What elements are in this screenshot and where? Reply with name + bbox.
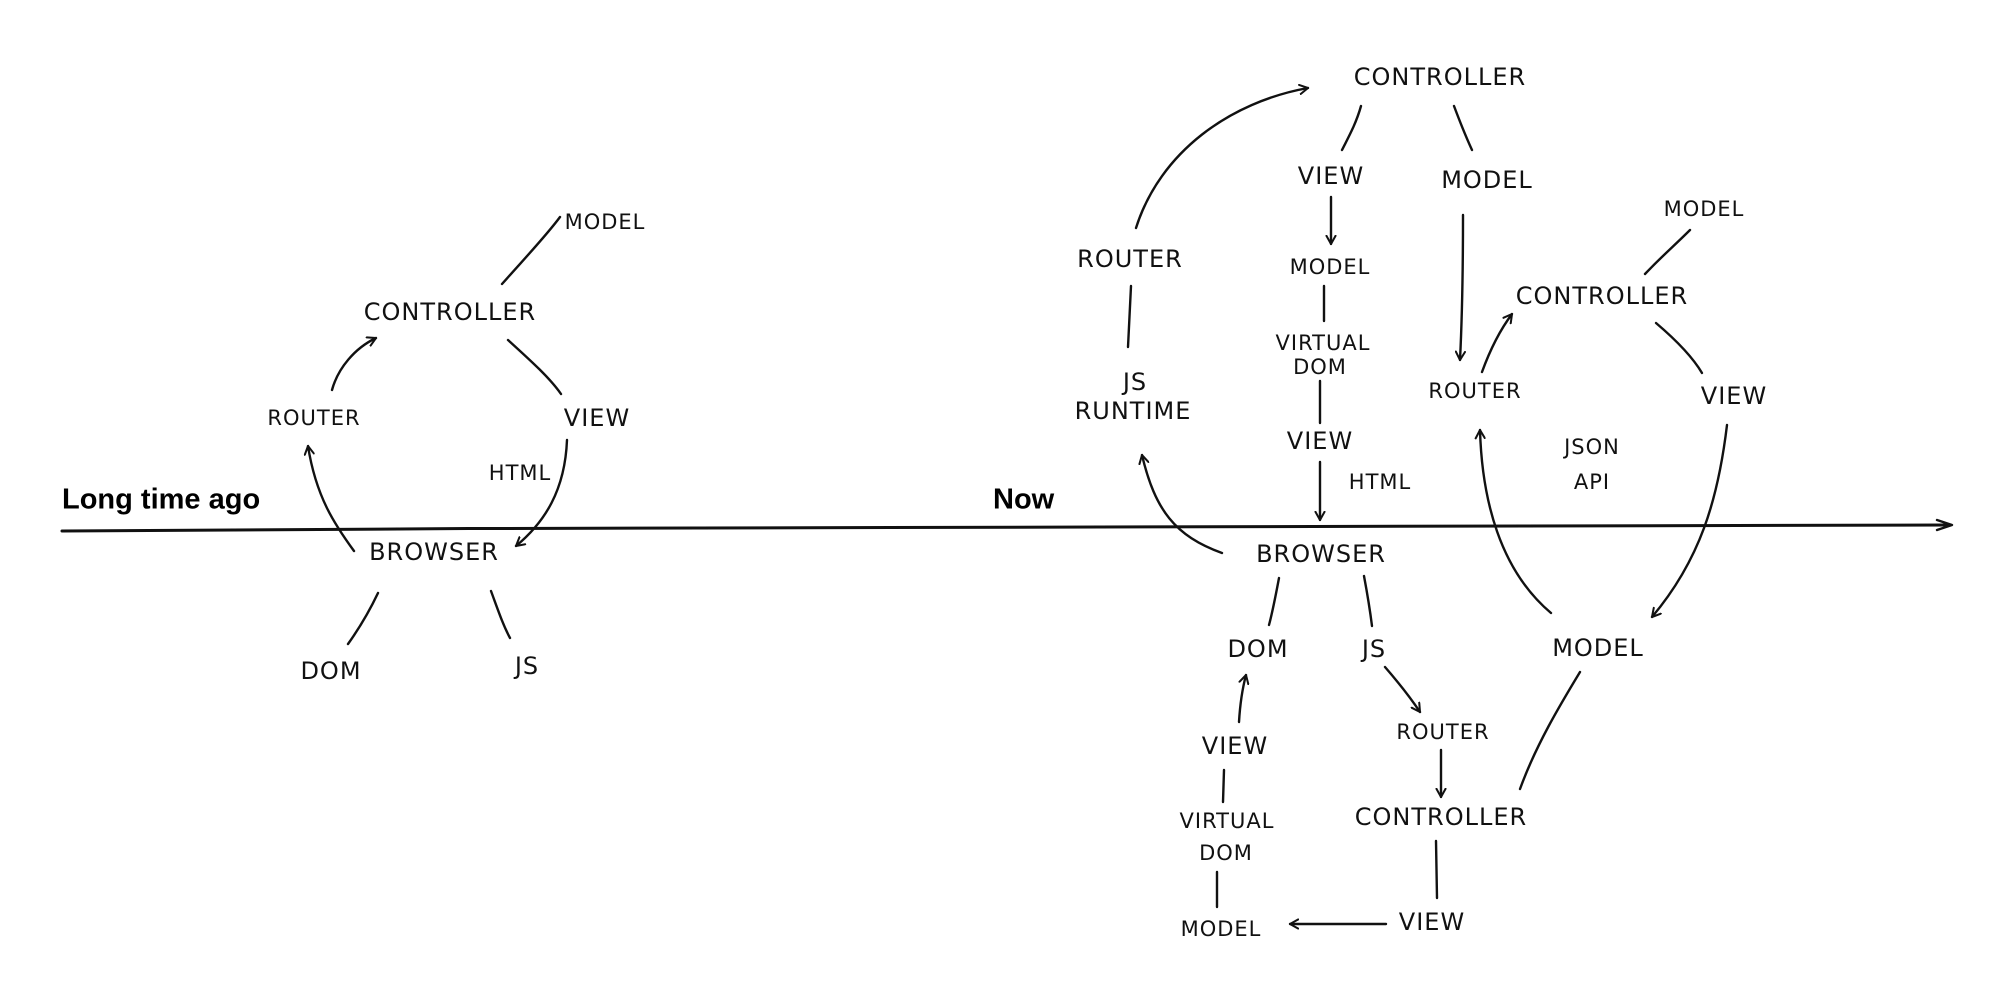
now-router-controller-arrow — [1134, 88, 1310, 230]
old-router-label: ROUTER — [267, 406, 360, 430]
old-router-controller-arrow — [330, 338, 378, 392]
now-js-runtime-label-1: JS — [1121, 368, 1147, 396]
old-model-label: MODEL — [565, 210, 646, 234]
now-client-virtual-dom-label-1: VIRTUAL — [1180, 809, 1275, 833]
now-client-architecture: BROWSER DOM JS VIEW VIRTUAL DOM MODEL RO… — [1180, 423, 1729, 941]
now-virtual-dom-label-2: DOM — [1293, 355, 1347, 379]
now-virtual-dom-label-1: VIRTUAL — [1276, 331, 1371, 355]
old-js-label: JS — [513, 652, 539, 680]
timeline-line — [60, 523, 1950, 533]
now-client-view-label: VIEW — [1202, 732, 1268, 760]
now-client-router-label: ROUTER — [1396, 720, 1489, 744]
old-dom-label: DOM — [300, 657, 361, 685]
now-controller-model-link — [1452, 104, 1474, 152]
now-view-2-label: VIEW — [1287, 427, 1353, 455]
timeline-arrowhead — [1935, 518, 1954, 532]
now-model2-controller-link — [1518, 670, 1582, 791]
now-html-label: HTML — [1349, 470, 1411, 494]
now-view-label: VIEW — [1298, 162, 1364, 190]
now-client-controller-view-link — [1434, 839, 1439, 900]
now-json-api-label-1: JSON — [1562, 435, 1620, 459]
old-controller-label: CONTROLLER — [364, 298, 536, 326]
now-client-view-2-label: VIEW — [1399, 908, 1465, 936]
now-browser-label: BROWSER — [1256, 540, 1386, 568]
now-js-runtime-label-2: RUNTIME — [1075, 397, 1192, 425]
now-client-virtual-dom-label-2: DOM — [1199, 841, 1253, 865]
now-controller-label: CONTROLLER — [1354, 63, 1526, 91]
old-architecture: MODEL CONTROLLER ROUTER VIEW HTML BROWSE… — [267, 210, 646, 685]
old-browser-dom-link — [346, 591, 380, 646]
now-browser-runtime-arrow — [1142, 453, 1224, 555]
now-view-3-label: VIEW — [1701, 382, 1767, 410]
now-client-controller-label: CONTROLLER — [1355, 803, 1527, 831]
now-model-label: MODEL — [1290, 255, 1371, 279]
now-dom-label: DOM — [1227, 635, 1288, 663]
old-controller-model-link — [500, 215, 562, 286]
now-model-2-label: MODEL — [1664, 197, 1745, 221]
now-view3-model2-arrow — [1650, 423, 1729, 619]
now-model2-router2-arrow — [1480, 428, 1553, 615]
now-model-top-label: MODEL — [1441, 166, 1533, 194]
now-client-model-label: MODEL — [1181, 917, 1262, 941]
now-controller2-view3-link — [1654, 321, 1704, 375]
now-runtime-router-link — [1126, 284, 1133, 349]
heading-now: Now — [993, 484, 1055, 516]
now-server-architecture: CONTROLLER VIEW MODEL MODEL VIRTUAL DOM … — [1075, 63, 1767, 555]
now-client-view-dom-arrow — [1237, 673, 1246, 724]
now-controller-view-link — [1340, 104, 1363, 152]
now-client-view-virtualdom-link — [1221, 768, 1226, 804]
heading-long-time-ago: Long time ago — [62, 484, 260, 516]
now-controller-2-label: CONTROLLER — [1516, 282, 1688, 310]
old-browser-js-link — [489, 589, 512, 640]
old-view-browser-arrow — [514, 438, 569, 548]
old-view-label: VIEW — [564, 404, 630, 432]
now-model2-controller2-link — [1643, 228, 1692, 276]
now-router-label: ROUTER — [1077, 245, 1183, 273]
now-browser-dom-link — [1267, 576, 1281, 627]
now-browser-js-link — [1362, 574, 1374, 628]
now-modeltop-router2-arrow — [1460, 213, 1463, 362]
now-router2-controller2-arrow — [1480, 312, 1514, 374]
old-html-label: HTML — [489, 461, 551, 485]
old-browser-router-arrow — [308, 444, 356, 553]
now-js-label: JS — [1360, 635, 1386, 663]
old-controller-view-link — [506, 338, 563, 396]
now-client-model-2-label: MODEL — [1552, 634, 1644, 662]
now-js-router-arrow — [1383, 665, 1422, 714]
old-browser-label: BROWSER — [369, 538, 499, 566]
now-router-2-label: ROUTER — [1428, 379, 1521, 403]
now-json-api-label-2: API — [1574, 470, 1610, 494]
